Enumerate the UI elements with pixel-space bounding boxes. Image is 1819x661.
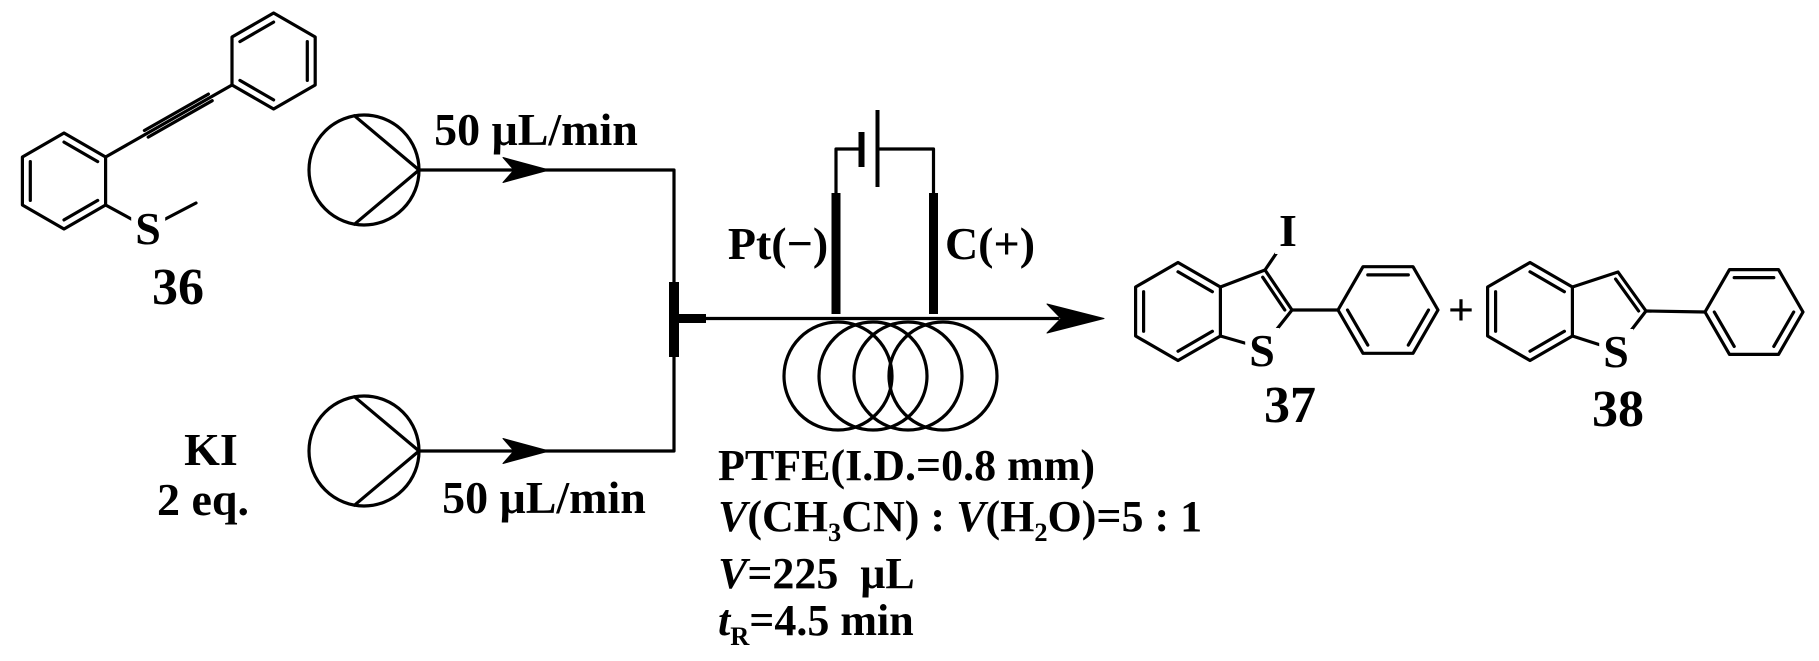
phenyl-ring xyxy=(230,11,317,111)
text-part: V xyxy=(718,492,748,541)
residence-time-label: tR=4.5 min xyxy=(718,596,914,649)
reactor-volume-label: V=225 μL xyxy=(718,552,915,596)
anode-label: C(+) xyxy=(944,218,1036,269)
reagent-equivalents-label: 2 eq. xyxy=(157,474,249,525)
flow-tubing-lines xyxy=(417,157,676,464)
plus-sign: + xyxy=(1447,284,1475,335)
text-part: t xyxy=(718,596,731,645)
main-arrow xyxy=(677,303,1105,334)
battery-icon xyxy=(834,110,936,195)
phenyl-ring xyxy=(1336,265,1440,355)
compound-38-number: 38 xyxy=(1592,381,1644,438)
text-part: =4.5 min xyxy=(749,596,914,645)
benzo-ring xyxy=(1485,260,1575,363)
tubing-label: PTFE(I.D.=0.8 mm) xyxy=(718,441,1096,490)
syringe-pump-bottom-icon xyxy=(307,394,421,508)
text-part: V xyxy=(718,549,748,598)
compound-38-structure xyxy=(1485,260,1805,363)
text-part: CN) : xyxy=(841,492,957,541)
benzene-ring xyxy=(20,131,108,231)
iodine-atom-37: I xyxy=(1275,208,1301,254)
pt-cathode-bar xyxy=(831,193,841,314)
flow-rate-bottom-label: 50 μL/min xyxy=(442,472,646,523)
cathode-label: Pt(−) xyxy=(727,218,829,269)
compound-37-structure xyxy=(1133,240,1440,363)
text-part: (CH xyxy=(747,492,829,541)
flow-rate-top-label: 50 μL/min xyxy=(434,104,638,155)
compound-37-number: 37 xyxy=(1264,377,1316,434)
syringe-pump-top-icon xyxy=(307,113,421,227)
compound-36-number: 36 xyxy=(152,259,204,316)
text-part: R xyxy=(730,620,750,651)
text-part: =225 μL xyxy=(747,549,915,598)
solvent-ratio-label: V(CH3CN) : V(H2O)=5 : 1 xyxy=(718,492,1203,545)
sulfur-atom-36: S xyxy=(131,206,165,252)
flow-arrowhead-bottom xyxy=(502,438,550,464)
reagent-name-label: KI xyxy=(184,424,238,475)
sulfur-atom-37: S xyxy=(1245,328,1279,374)
electrodes xyxy=(831,193,938,314)
main-arrowhead xyxy=(1046,303,1105,334)
sulfur-atom-38: S xyxy=(1599,329,1633,375)
compound-36-structure xyxy=(20,11,317,231)
text-part: V xyxy=(956,492,986,541)
text-part: 2 xyxy=(1034,516,1048,547)
benzo-ring xyxy=(1133,260,1223,363)
flow-arrowhead-top xyxy=(502,157,550,183)
phenyl-ring xyxy=(1703,268,1805,356)
coil-reactor-icon xyxy=(782,320,999,432)
c-anode-bar xyxy=(929,193,938,314)
text-part: (H xyxy=(985,492,1035,541)
text-part: 3 xyxy=(828,516,842,547)
text-part: O)=5 : 1 xyxy=(1047,492,1203,541)
